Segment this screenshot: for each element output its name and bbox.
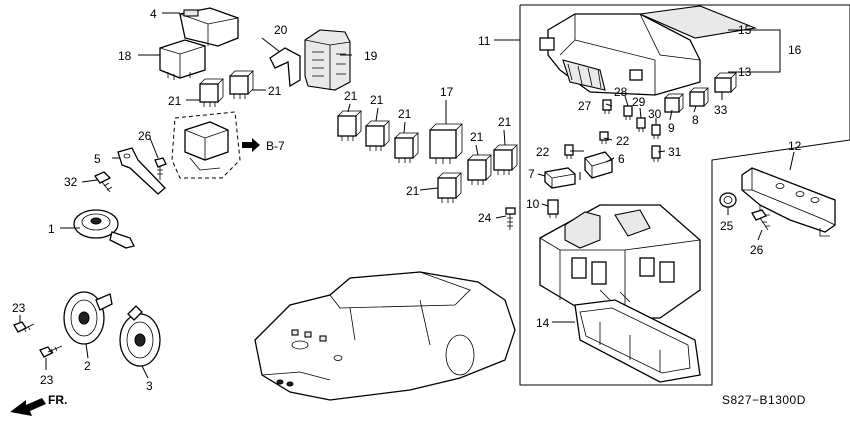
car-outline <box>254 271 516 401</box>
fuse-22a[interactable] <box>564 144 574 159</box>
horn-2[interactable] <box>63 291 113 345</box>
horn-3[interactable] <box>119 305 161 367</box>
callout-1: 1 <box>48 222 55 236</box>
relay-mini-33[interactable] <box>714 72 737 93</box>
relay-21-g[interactable] <box>493 144 518 175</box>
fuse-28[interactable] <box>623 105 633 120</box>
callout-20: 20 <box>274 23 288 37</box>
callout-11: 11 <box>478 34 491 48</box>
callout-17: 17 <box>440 85 454 99</box>
callout-13: 13 <box>738 65 752 79</box>
callout-21-a: 21 <box>168 94 182 108</box>
fuse-22b[interactable] <box>599 131 609 144</box>
fuse-29[interactable] <box>636 117 646 132</box>
callout-6: 6 <box>618 152 625 166</box>
callout-23-lower: 23 <box>40 373 54 387</box>
relay-21-c[interactable] <box>337 110 362 141</box>
callout-14: 14 <box>536 316 550 330</box>
callout-7: 7 <box>528 167 535 181</box>
fuse-box-cover[interactable] <box>539 13 701 96</box>
callout-18: 18 <box>118 49 132 63</box>
leader-lines <box>19 12 795 379</box>
relay-6[interactable] <box>584 151 613 179</box>
callout-3: 3 <box>146 379 153 393</box>
fuse-box-body[interactable] <box>539 204 701 319</box>
relay-mini-8[interactable] <box>689 87 709 107</box>
callout-12: 12 <box>788 139 802 153</box>
bolt-23-upper[interactable] <box>13 321 35 333</box>
callout-8: 8 <box>692 113 699 127</box>
fuse-box-assembly-frame <box>519 4 850 386</box>
relay-box-18[interactable] <box>159 39 206 80</box>
callout-21-h: 21 <box>406 184 420 198</box>
horn-bracket-5[interactable] <box>117 147 166 195</box>
callout-labels: 4 18 20 19 21 21 26 5 32 1 B-7 21 21 21 … <box>12 7 802 393</box>
fuse-30[interactable] <box>651 124 661 139</box>
relay-bracket-20[interactable] <box>269 47 301 88</box>
reference-arrow <box>242 138 260 152</box>
callout-21-e: 21 <box>398 107 412 121</box>
callout-16: 16 <box>788 43 802 57</box>
bolt-24[interactable] <box>505 207 516 230</box>
callout-33: 33 <box>714 103 728 117</box>
callout-21-g: 21 <box>498 115 512 129</box>
fuse-box-lower-cover[interactable] <box>574 299 701 383</box>
relay-7[interactable] <box>544 167 576 189</box>
callout-30: 30 <box>648 107 662 121</box>
relay-21-h[interactable] <box>437 172 462 203</box>
fuse-31[interactable] <box>651 145 661 162</box>
callout-32: 32 <box>64 175 78 189</box>
callout-9: 9 <box>668 121 675 135</box>
drawing-code: S827−B1300D <box>722 393 806 407</box>
callout-29: 29 <box>632 95 646 109</box>
relay-mini-9[interactable] <box>664 93 684 113</box>
relay-21-a[interactable] <box>199 78 224 107</box>
relay-box-b7[interactable] <box>171 111 241 179</box>
callout-27: 27 <box>578 99 592 113</box>
relay-17[interactable] <box>429 123 463 164</box>
relay-21-d[interactable] <box>365 120 390 151</box>
callout-26-right: 26 <box>750 243 764 257</box>
callout-31: 31 <box>668 145 682 159</box>
relay-box-cover[interactable] <box>179 7 239 47</box>
fuse-box-bracket[interactable] <box>741 167 836 237</box>
fuse-10[interactable] <box>547 199 559 218</box>
callout-25: 25 <box>720 219 734 233</box>
bolt-32[interactable] <box>94 171 113 193</box>
front-arrow-label: FR. <box>48 393 67 407</box>
callout-15: 15 <box>738 23 752 37</box>
bolt-26-left[interactable] <box>154 157 167 180</box>
label-sticker[interactable] <box>637 5 758 39</box>
callout-21-b: 21 <box>268 84 282 98</box>
callout-21-c: 21 <box>344 89 358 103</box>
callout-22-left: 22 <box>536 145 550 159</box>
callout-2: 2 <box>84 359 91 373</box>
bolt-26-right[interactable] <box>751 209 770 231</box>
reference-label: B-7 <box>266 139 285 153</box>
horn-1[interactable] <box>73 209 135 249</box>
callout-23-upper: 23 <box>12 301 26 315</box>
callout-5: 5 <box>94 152 101 166</box>
relay-21-b[interactable] <box>229 70 254 99</box>
callout-24: 24 <box>478 211 492 225</box>
callout-10: 10 <box>526 197 540 211</box>
callout-21-f: 21 <box>470 130 484 144</box>
callout-19: 19 <box>364 49 378 63</box>
bolt-23-lower[interactable] <box>39 345 63 358</box>
callout-26-left: 26 <box>138 129 152 143</box>
callout-21-d: 21 <box>370 93 384 107</box>
fuse-27[interactable] <box>602 99 612 114</box>
relay-21-e[interactable] <box>394 132 419 163</box>
callout-28: 28 <box>614 85 628 99</box>
relay-21-f[interactable] <box>467 154 492 185</box>
grommet-25[interactable] <box>719 192 737 208</box>
relay-cover-19[interactable] <box>304 29 351 91</box>
front-direction-arrow <box>10 398 46 416</box>
callout-4: 4 <box>150 7 157 21</box>
callout-22-right: 22 <box>616 134 630 148</box>
